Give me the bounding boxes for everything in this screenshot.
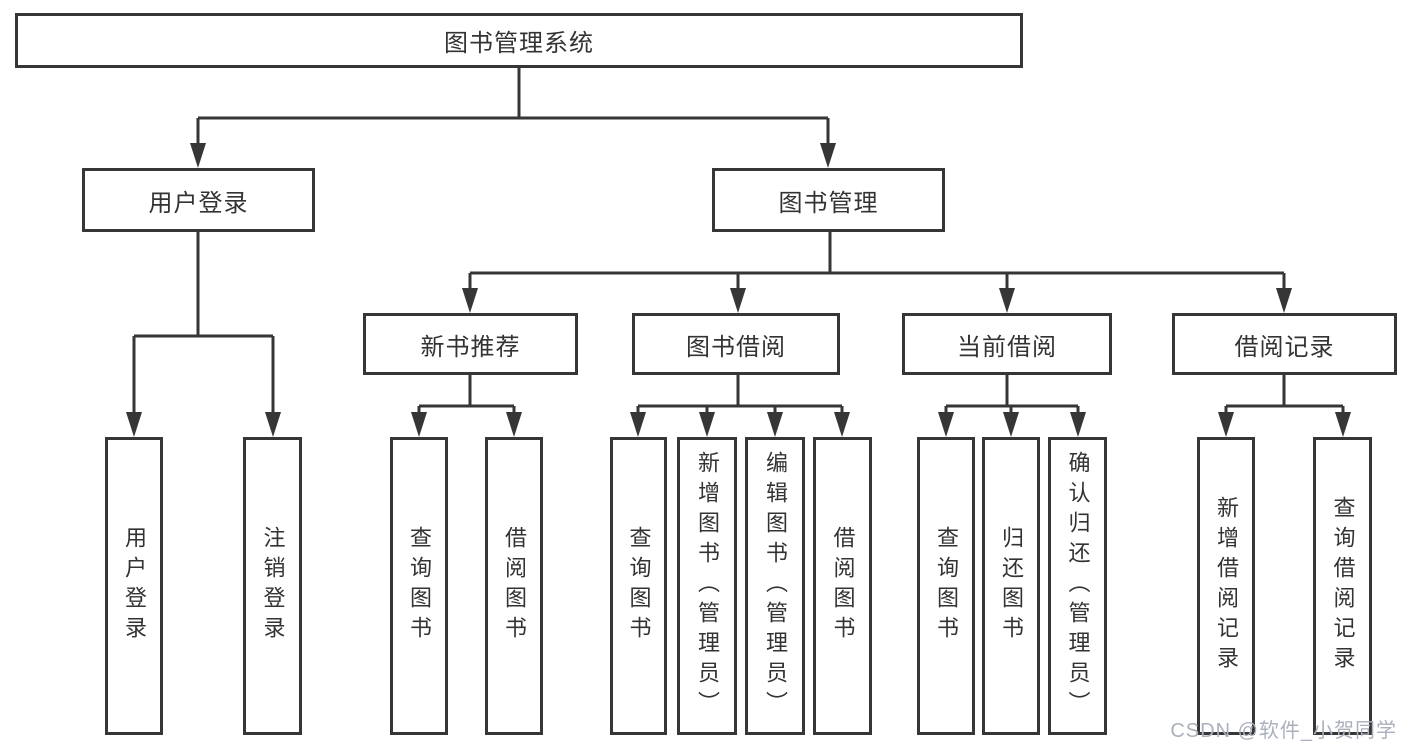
node-borrowing-records: 借阅记录 <box>1172 313 1397 375</box>
leaf-return-book: 归还图书 <box>982 437 1040 735</box>
leaf-user-login-label: 用户登录 <box>122 526 147 646</box>
node-book-borrowing: 图书借阅 <box>632 313 840 375</box>
leaf-logout: 注销登录 <box>243 437 302 735</box>
node-book-borrowing-label: 图书借阅 <box>686 333 786 361</box>
node-borrowing-records-label: 借阅记录 <box>1234 333 1335 361</box>
leaf-edit-book-admin-label: 编辑图书（管理员） <box>763 451 788 721</box>
leaf-add-borrow-record-label: 新增借阅记录 <box>1214 496 1239 676</box>
leaf-borrow-books: 借阅图书 <box>813 437 872 735</box>
leaf-query-books-current: 查询图书 <box>917 437 975 735</box>
node-user-login-label: 用户登录 <box>148 189 249 217</box>
leaf-add-book-admin: 新增图书（管理员） <box>677 437 737 735</box>
leaf-query-books-recommend: 查询图书 <box>390 437 448 735</box>
node-current-borrowing-label: 当前借阅 <box>957 333 1057 361</box>
leaf-add-book-admin-label: 新增图书（管理员） <box>695 451 720 721</box>
leaf-user-login: 用户登录 <box>105 437 163 735</box>
leaf-borrow-books-recommend-label: 借阅图书 <box>502 526 527 646</box>
leaf-query-borrow-record-label: 查询借阅记录 <box>1330 496 1356 676</box>
csdn-watermark: CSDN @软件_小贺同学 <box>1170 720 1397 742</box>
leaf-confirm-return-admin: 确认归还（管理员） <box>1048 437 1107 735</box>
node-book-management: 图书管理 <box>712 168 945 232</box>
leaf-confirm-return-admin-label: 确认归还（管理员） <box>1065 451 1091 721</box>
leaf-query-books-borrow-label: 查询图书 <box>626 526 652 646</box>
leaf-query-books-borrow: 查询图书 <box>610 437 667 735</box>
leaf-query-borrow-record: 查询借阅记录 <box>1313 437 1372 735</box>
node-current-borrowing: 当前借阅 <box>902 313 1112 375</box>
leaf-borrow-books-label: 借阅图书 <box>830 526 856 646</box>
node-user-login: 用户登录 <box>82 168 315 232</box>
node-new-book-recommendation-label: 新书推荐 <box>420 333 521 361</box>
leaf-return-book-label: 归还图书 <box>999 526 1024 646</box>
node-new-book-recommendation: 新书推荐 <box>363 313 578 375</box>
leaf-query-books-recommend-label: 查询图书 <box>407 526 432 646</box>
leaf-edit-book-admin: 编辑图书（管理员） <box>745 437 805 735</box>
node-root-label: 图书管理系统 <box>444 30 594 57</box>
node-root: 图书管理系统 <box>15 13 1023 68</box>
leaf-logout-label: 注销登录 <box>260 526 286 646</box>
leaf-borrow-books-recommend: 借阅图书 <box>485 437 543 735</box>
leaf-query-books-current-label: 查询图书 <box>934 526 959 646</box>
node-book-management-label: 图书管理 <box>778 189 879 217</box>
leaf-add-borrow-record: 新增借阅记录 <box>1197 437 1255 735</box>
